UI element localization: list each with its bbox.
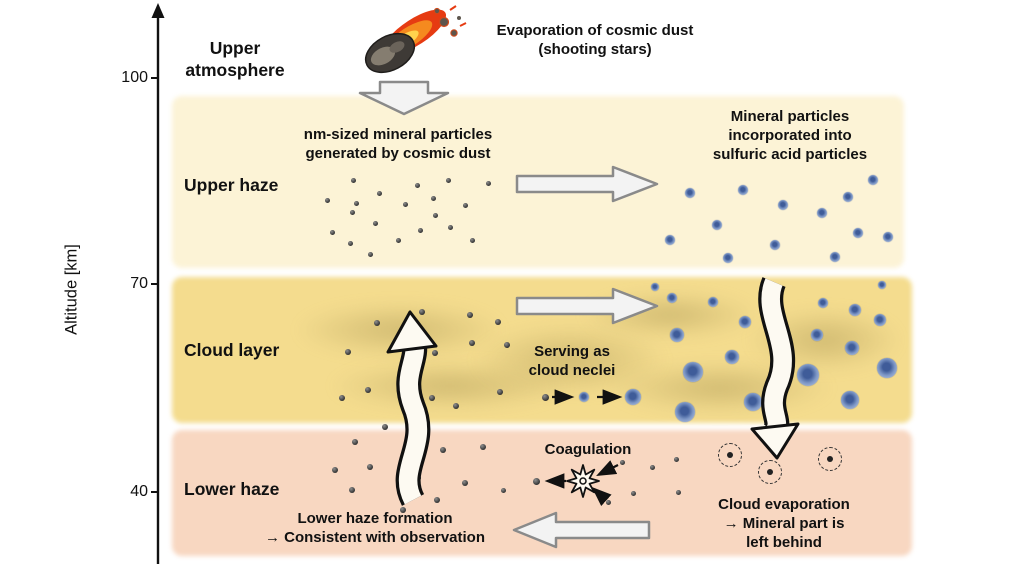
lower-formation-caption: Lower haze formation → Consistent with o… — [205, 509, 545, 547]
axis-tick-70: 70 — [130, 275, 148, 292]
lower-formation-line2: → Consistent with observation — [264, 529, 486, 547]
nm-sized-caption: nm-sized mineral particles generated by … — [258, 125, 538, 163]
evaporation-line2: (shooting stars) — [538, 41, 652, 59]
mineral-line2: incorporated into — [728, 127, 852, 145]
upper-atmosphere-label: Upper atmosphere — [160, 37, 310, 82]
altitude-axis — [151, 3, 165, 564]
serving-caption: Serving as cloud neclei — [492, 342, 652, 380]
upper-atmosphere-line1: Upper — [209, 38, 261, 58]
upper-haze-label: Upper haze — [184, 175, 279, 195]
lower-formation-line1: Lower haze formation — [297, 510, 453, 527]
lower-haze-label: Lower haze — [184, 479, 280, 499]
cloud-evap-line3: left behind — [746, 534, 822, 552]
coagulation-label: Coagulation — [544, 441, 632, 458]
axis-tick-100: 100 — [121, 69, 148, 86]
axis-title: Altitude [km] — [62, 244, 81, 335]
mineral-incorporated-caption: Mineral particles incorporated into sulf… — [670, 107, 910, 165]
cloud-smudge — [730, 300, 920, 380]
serving-line1: Serving as — [534, 343, 610, 360]
mineral-line3: sulfuric acid particles — [712, 146, 868, 164]
serving-line2: cloud neclei — [528, 362, 616, 380]
cloud-evap-line2: → Mineral part is — [723, 515, 845, 533]
axis-arrowhead-icon — [151, 3, 165, 18]
upper-atmosphere-line2: atmosphere — [185, 60, 285, 81]
nm-sized-line2: generated by cosmic dust — [305, 145, 491, 163]
evaporation-line1: Evaporation of cosmic dust — [496, 22, 694, 39]
cloud-evaporation-caption: Cloud evaporation → Mineral part is left… — [664, 495, 904, 553]
mineral-line1: Mineral particles — [730, 108, 850, 125]
evaporation-caption: Evaporation of cosmic dust (shooting sta… — [460, 21, 730, 59]
nm-sized-line1: nm-sized mineral particles — [303, 126, 493, 143]
cloud-evap-line1: Cloud evaporation — [718, 496, 850, 513]
cloud-layer-label: Cloud layer — [184, 340, 280, 360]
axis-tick-40: 40 — [130, 483, 148, 500]
meteor-icon — [364, 5, 467, 74]
